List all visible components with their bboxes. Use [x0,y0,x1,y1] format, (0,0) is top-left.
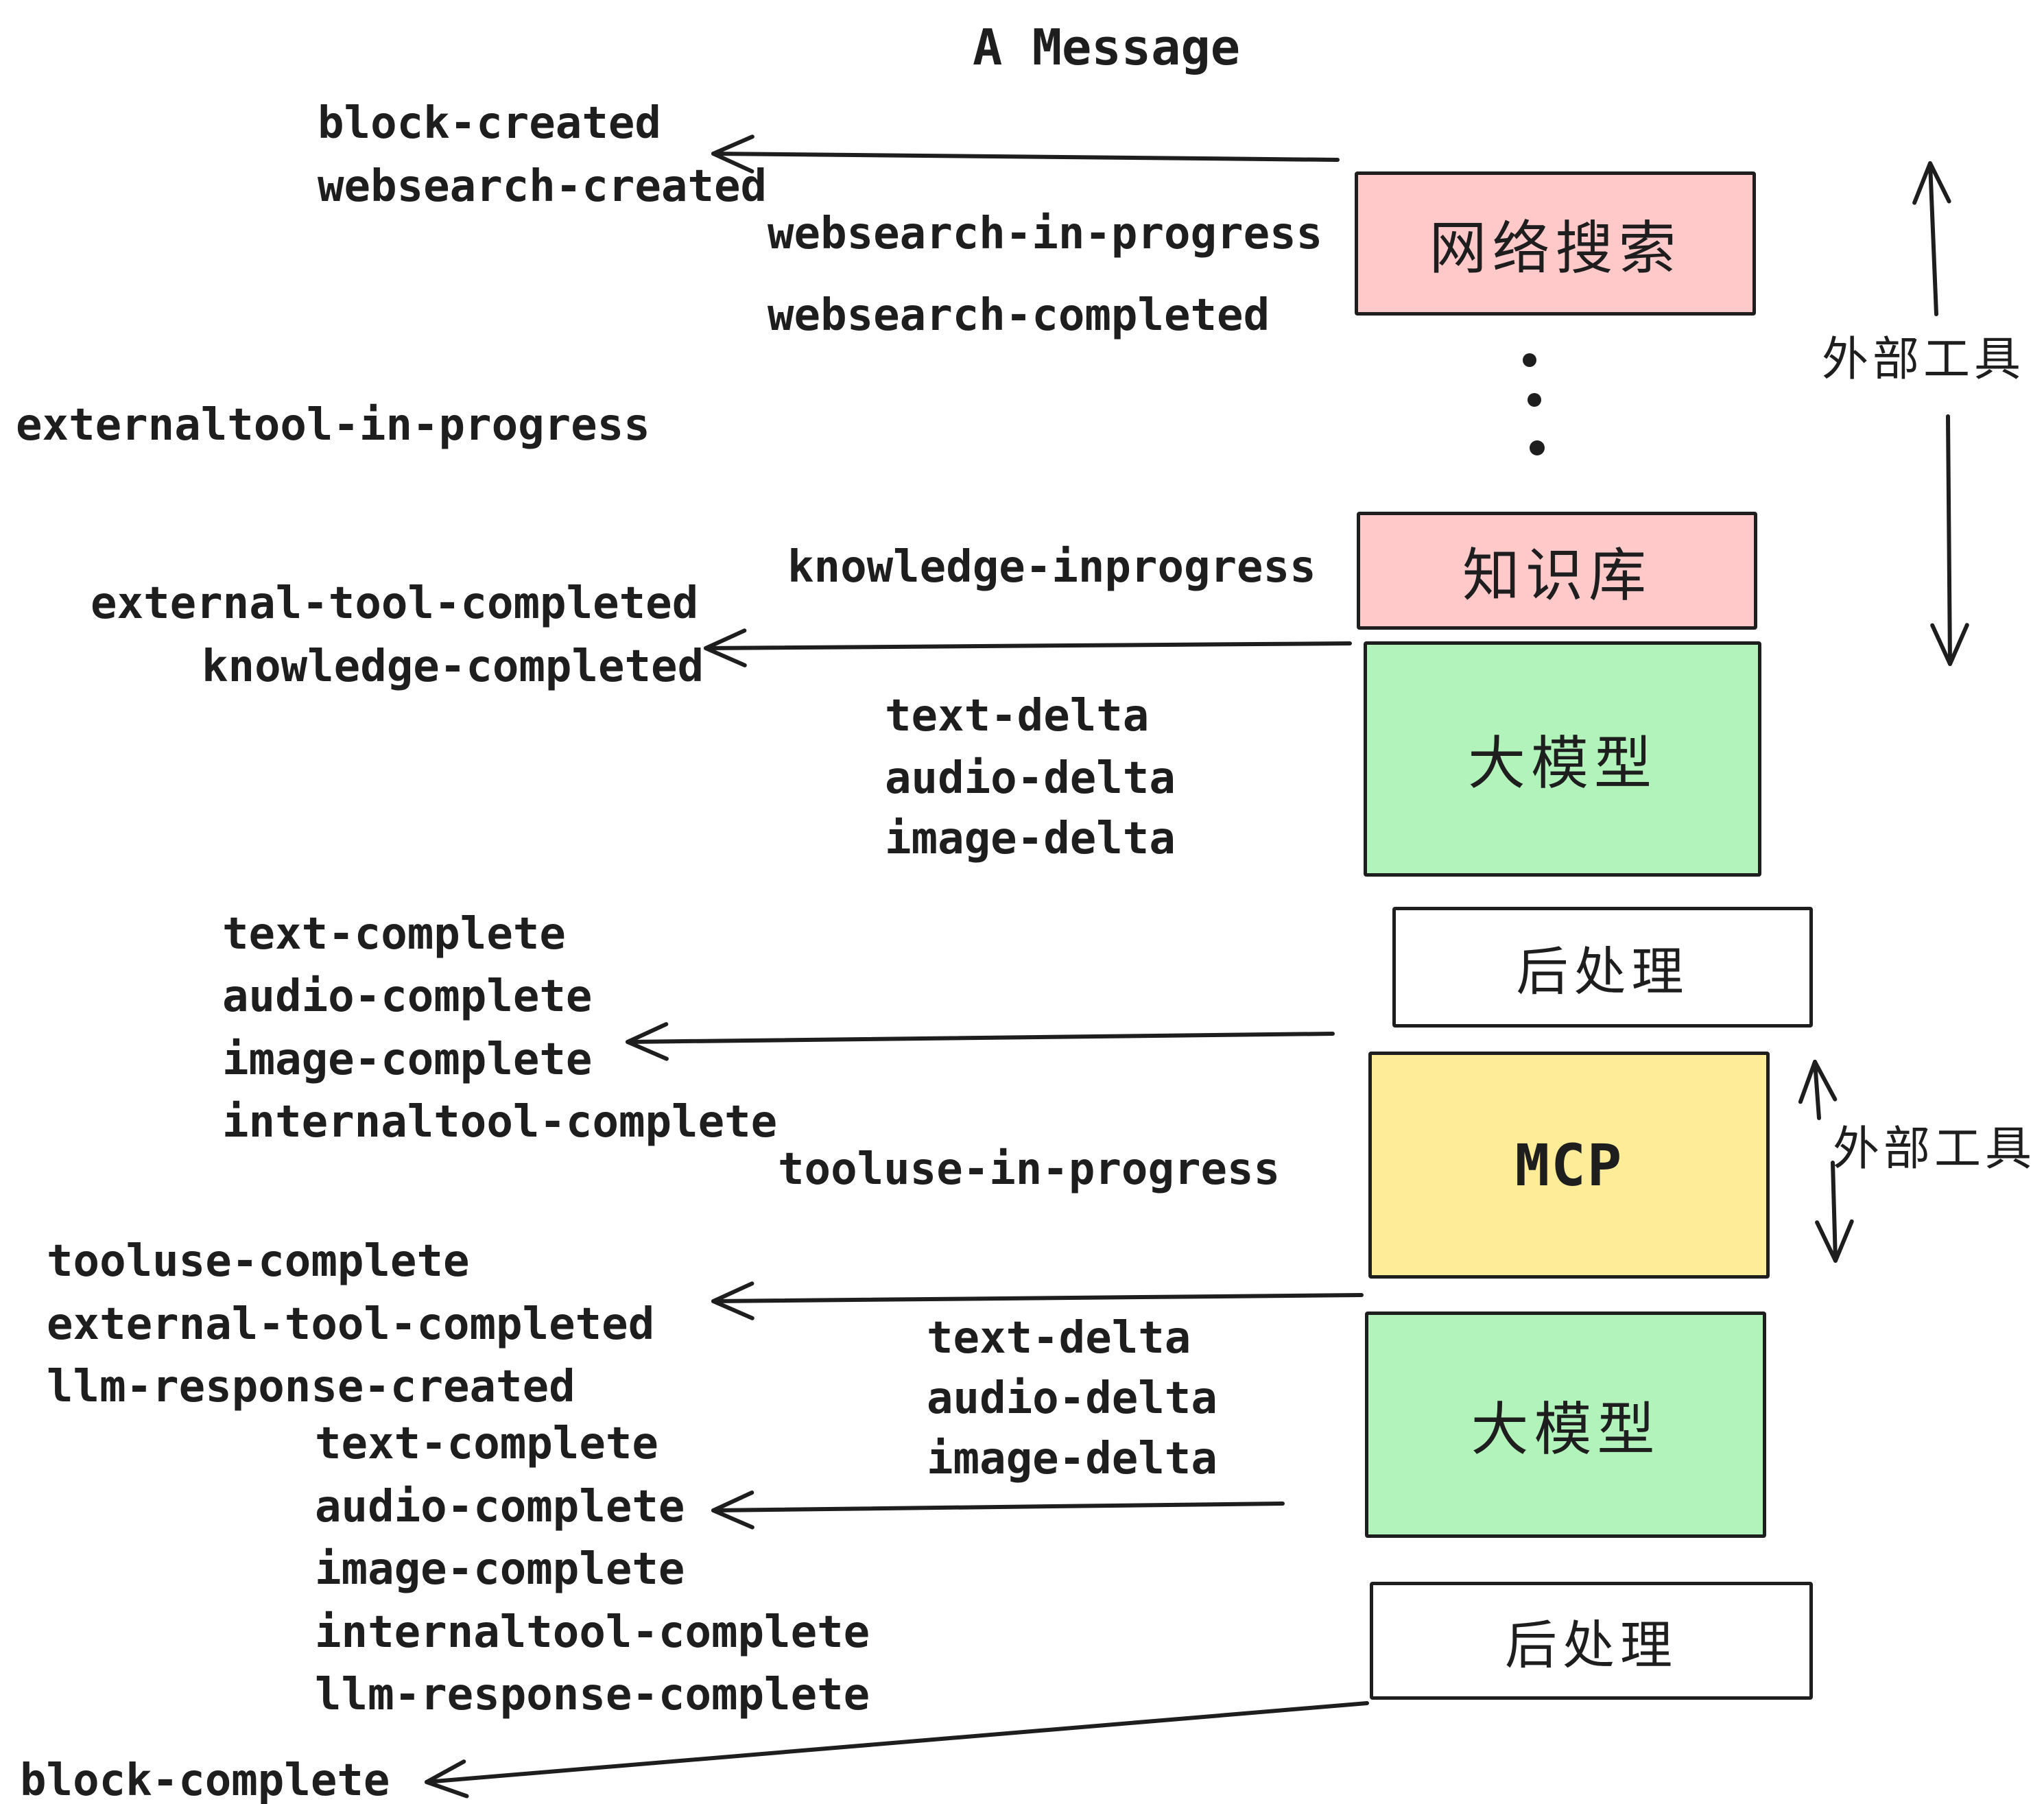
arrow-external-tools-mid-up-shaft [1813,1060,1821,1120]
arrow-to-audio-complete-shaft [711,1502,1285,1512]
box-knowledge-label: 知识库 [1462,541,1652,609]
event-websearch-in-progress: websearch-in-progress [768,209,1323,259]
arrow-external-tools-top-down-head [1930,623,1969,666]
arrow-to-block-complete-head [425,1759,469,1799]
arrow-external-tools-top-up-shaft [1928,161,1938,316]
ellipsis-dot-2 [1528,393,1541,407]
arrow-to-knowledge-completed-head [704,628,747,667]
ellipsis-dot-3 [1530,440,1545,455]
event-image-complete-1: image-complete [222,1034,593,1085]
arrow-to-audio-complete-head [711,1491,754,1530]
event-text-delta-2: text-delta [927,1313,1191,1364]
event-audio-complete-1: audio-complete [222,971,593,1022]
box-llm-1: 大模型 [1364,641,1761,877]
arrow-to-external-tool-completed-head [711,1281,754,1320]
event-websearch-completed: websearch-completed [768,290,1270,341]
event-block-created: block-created [318,98,661,149]
arrow-to-external-tool-completed-shaft [711,1293,1364,1303]
label-external-tools-top: 外部工具 [1822,333,2025,387]
arrow-external-tools-mid-down-shaft [1831,1161,1838,1263]
event-llm-response-created: llm-response-created [47,1362,575,1412]
box-postprocess-1-label: 后处理 [1516,941,1689,1002]
event-knowledge-inprogress: knowledge-inprogress [787,542,1316,593]
box-postprocess-1: 后处理 [1392,907,1813,1028]
event-image-delta-2: image-delta [927,1434,1217,1484]
event-externaltool-in-progress: externaltool-in-progress [16,400,650,451]
event-text-complete-2: text-complete [315,1419,658,1469]
event-llm-response-complete: llm-response-complete [315,1670,870,1720]
event-tooluse-complete: tooluse-complete [47,1236,470,1287]
ellipsis-dot-1 [1523,353,1536,367]
box-mcp: MCP [1368,1052,1770,1279]
event-text-delta-1: text-delta [885,691,1150,741]
event-internaltool-complete-1: internaltool-complete [222,1097,778,1148]
event-tooluse-in-progress: tooluse-in-progress [778,1144,1281,1195]
box-llm-1-label: 大模型 [1467,730,1657,797]
label-external-tools-mid: 外部工具 [1833,1122,2036,1176]
event-audio-delta-2: audio-delta [927,1373,1217,1424]
box-llm-2-label: 大模型 [1471,1395,1661,1463]
page-title: A Message [973,19,1241,76]
event-block-complete: block-complete [20,1755,390,1804]
event-external-tool-completed-1: external-tool-completed [91,578,699,629]
box-websearch-label: 网络搜索 [1429,214,1682,282]
arrow-external-tools-top-up-head [1912,161,1951,205]
arrow-to-block-complete-shaft [425,1701,1369,1784]
event-image-complete-2: image-complete [315,1544,685,1595]
event-image-delta-1: image-delta [885,814,1176,864]
arrow-to-image-complete-shaft [626,1032,1335,1044]
event-websearch-created: websearch-created [318,161,768,212]
box-mcp-label: MCP [1514,1131,1624,1199]
event-text-complete-1: text-complete [222,909,566,960]
event-internaltool-complete-2: internaltool-complete [315,1607,870,1658]
arrow-to-block-created-shaft [711,152,1340,162]
box-postprocess-2-label: 后处理 [1505,1615,1678,1676]
arrow-external-tools-mid-up-head [1798,1060,1838,1104]
event-audio-delta-1: audio-delta [885,753,1176,804]
box-llm-2: 大模型 [1365,1312,1766,1538]
box-knowledge: 知识库 [1357,512,1757,630]
arrow-external-tools-top-down-shaft [1946,414,1952,666]
arrow-external-tools-mid-down-head [1815,1219,1854,1263]
arrow-to-block-created-head [711,134,754,174]
arrow-to-knowledge-completed-shaft [704,641,1352,650]
event-audio-complete-2: audio-complete [315,1482,685,1532]
arrow-to-image-complete-head [626,1022,669,1061]
box-websearch: 网络搜索 [1355,171,1756,316]
event-external-tool-completed-2: external-tool-completed [47,1299,655,1350]
event-knowledge-completed: knowledge-completed [202,641,704,692]
box-postprocess-2: 后处理 [1370,1582,1813,1700]
